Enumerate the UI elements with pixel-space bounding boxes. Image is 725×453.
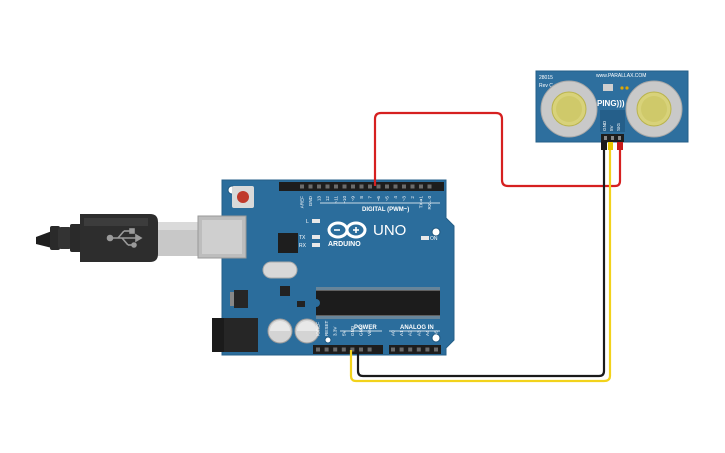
led-rx-label: RX: [299, 243, 307, 249]
led-rx: [312, 243, 320, 247]
arduino-infinity-logo-icon: [327, 221, 367, 239]
digital-pin[interactable]: [359, 184, 364, 189]
wire-power[interactable]: [349, 142, 612, 383]
led-l: [312, 219, 320, 223]
led-l-label: L: [306, 219, 309, 225]
ultrasonic-transducer-icon: [540, 80, 598, 138]
power-pin[interactable]: [316, 347, 320, 352]
power-pin[interactable]: [359, 347, 363, 352]
digital-pin[interactable]: [308, 184, 313, 189]
digital-pin-label: ~3: [402, 196, 407, 202]
digital-pin-label: GND: [308, 195, 313, 206]
power-pin[interactable]: [367, 347, 372, 352]
digital-pin-label: AREF: [300, 196, 305, 208]
digital-pin[interactable]: [393, 184, 398, 189]
analog-pin[interactable]: [391, 347, 395, 352]
power-pin-label: 3.3V: [333, 326, 338, 336]
wire-ground[interactable]: [356, 142, 606, 378]
digital-pin[interactable]: [385, 184, 389, 189]
digital-pin[interactable]: [342, 184, 347, 189]
analog-pin[interactable]: [399, 347, 404, 352]
power-pin-label: GND: [359, 325, 364, 336]
sensor-pin-label: GND: [602, 120, 607, 131]
analog-pin-label: A0: [391, 330, 396, 336]
analog-pin-label: A1: [399, 330, 404, 336]
analog-label: ANALOG IN: [400, 325, 434, 331]
analog-pin[interactable]: [408, 347, 413, 352]
voltage-regulator: [234, 290, 248, 308]
digital-pin[interactable]: [376, 184, 381, 189]
digital-pin-label: ~6: [376, 196, 381, 202]
analog-pin-label: A2: [408, 330, 413, 336]
power-pin[interactable]: [341, 347, 346, 352]
power-pin[interactable]: [333, 347, 338, 352]
sensor-name: PING))): [597, 99, 625, 108]
digital-pin[interactable]: [351, 184, 355, 189]
sensor-revision: Rev C: [539, 83, 553, 89]
brand-label: ARDUINO: [328, 241, 361, 248]
analog-pin[interactable]: [434, 347, 438, 352]
digital-pin[interactable]: [317, 184, 321, 189]
digital-pin[interactable]: [325, 184, 330, 189]
ultrasonic-transducer-icon: [625, 80, 683, 138]
digital-pin-label: 2: [410, 196, 415, 199]
digital-pin[interactable]: [402, 184, 406, 189]
model-label: UNO: [373, 222, 406, 239]
digital-pin[interactable]: [427, 184, 432, 189]
digital-pin-label: 4: [393, 196, 398, 199]
analog-header[interactable]: [389, 345, 441, 354]
digital-pin[interactable]: [300, 184, 304, 189]
sensor-pin-label: SIG: [616, 123, 621, 131]
analog-pin-label: A3: [416, 330, 421, 336]
analog-pin[interactable]: [425, 347, 430, 352]
power-pin-label: GND: [350, 325, 355, 336]
power-pin-label: RESET: [324, 320, 329, 336]
power-pin-label: IOREF: [316, 322, 321, 336]
power-pin-label: 5V: [341, 329, 346, 336]
usb-cable-icon: [36, 214, 198, 262]
led-on: [421, 236, 429, 240]
digital-pin-label: ~10: [342, 196, 347, 204]
power-header[interactable]: [313, 345, 383, 354]
power-pin-label: Vin: [367, 329, 372, 336]
digital-header[interactable]: [279, 182, 444, 191]
usb-symbol-icon: [106, 228, 143, 248]
analog-pin[interactable]: [416, 347, 421, 352]
digital-pin[interactable]: [419, 184, 423, 189]
wire-signal[interactable]: [373, 111, 622, 188]
usb-chip: [278, 233, 298, 253]
power-jack[interactable]: [212, 318, 258, 352]
digital-pin-label: TX➜1: [419, 196, 424, 209]
sensor-pin-label: 5V: [609, 124, 614, 131]
digital-pin-label: 8: [359, 196, 364, 199]
power-pin[interactable]: [350, 347, 355, 352]
led-tx-label: TX: [299, 235, 306, 241]
sensor-website: www.PARALLAX.COM: [596, 73, 646, 79]
power-label: POWER: [354, 325, 377, 331]
digital-pin-label: ~11: [334, 196, 339, 204]
crystal-oscillator: [262, 261, 298, 279]
sensor-part-number: 28015: [539, 75, 553, 81]
power-pin[interactable]: [324, 347, 329, 352]
digital-pin-label: 7: [368, 196, 373, 199]
digital-pin[interactable]: [334, 184, 338, 189]
reset-button-icon[interactable]: [232, 186, 254, 208]
digital-label: DIGITAL (PWM~): [362, 207, 409, 213]
analog-pin-label: A5: [434, 330, 439, 336]
digital-pin[interactable]: [368, 184, 372, 189]
atmega-chip: [316, 287, 440, 319]
led-tx: [312, 235, 320, 239]
digital-pin[interactable]: [410, 184, 415, 189]
digital-pin-label: 12: [325, 196, 330, 202]
analog-pin-label: A4: [425, 330, 430, 336]
led-on-label: ON: [430, 236, 438, 242]
digital-pin-label: RX←0: [427, 196, 432, 210]
digital-pin-label: ~5: [385, 196, 390, 202]
ping-ultrasonic-sensor[interactable]: 28015 Rev C www.PARALLAX.COM PING))) GND…: [535, 70, 689, 143]
digital-pin-label: ~9: [351, 196, 356, 202]
digital-pin-label: 13: [317, 196, 322, 202]
